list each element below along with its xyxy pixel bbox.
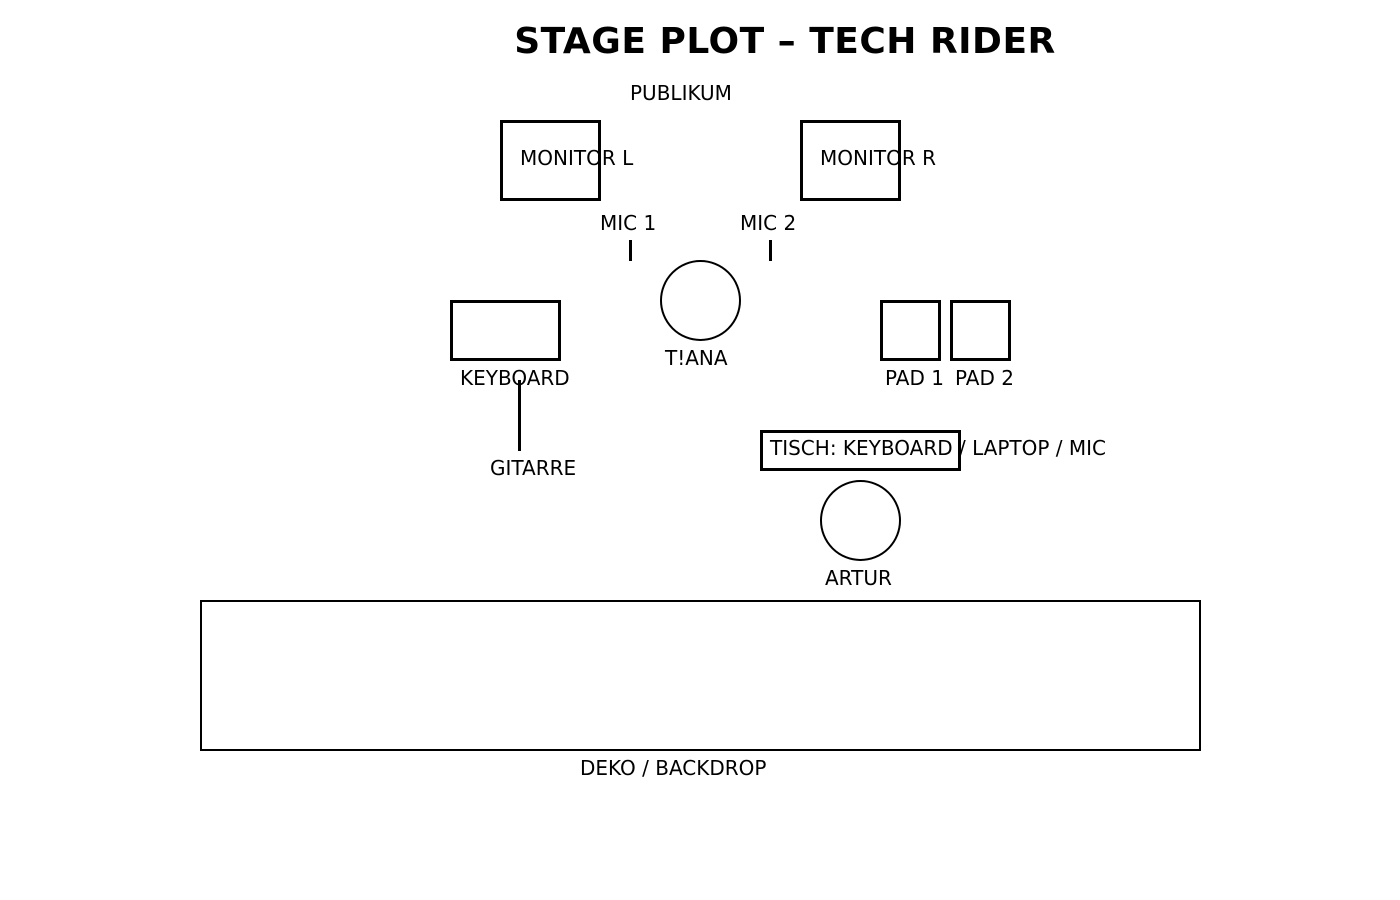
backdrop-label: DEKO / BACKDROP	[580, 756, 767, 780]
mic-1-stand-icon	[629, 240, 632, 261]
pad-2-shape	[950, 300, 1011, 361]
audience-label: PUBLIKUM	[630, 81, 732, 105]
monitor-right-label: MONITOR R	[820, 146, 936, 170]
pad-1-shape	[880, 300, 941, 361]
guitar-label: GITARRE	[490, 456, 577, 480]
pad-1-label: PAD 1	[885, 366, 944, 390]
pad-2-label: PAD 2	[955, 366, 1014, 390]
keyboard-guitar-connector	[518, 380, 521, 451]
table-label: TISCH: KEYBOARD / LAPTOP / MIC	[770, 436, 1107, 460]
monitor-left-label: MONITOR L	[520, 146, 634, 170]
page-title: STAGE PLOT – TECH RIDER	[514, 21, 1056, 62]
keyboard-label: KEYBOARD	[460, 366, 570, 390]
mic-2-stand-icon	[769, 240, 772, 261]
monitor-left-shape	[500, 120, 601, 201]
monitor-right-shape	[800, 120, 901, 201]
performer-1-label: T!ANA	[665, 346, 728, 370]
table-shape	[760, 430, 961, 471]
mic-1-label: MIC 1	[600, 211, 657, 235]
performer-2-label: ARTUR	[825, 566, 892, 590]
keyboard-shape	[450, 300, 561, 361]
backdrop-shape	[200, 600, 1201, 751]
mic-2-label: MIC 2	[740, 211, 797, 235]
performer-1-position-icon	[660, 260, 741, 341]
performer-2-position-icon	[820, 480, 901, 561]
